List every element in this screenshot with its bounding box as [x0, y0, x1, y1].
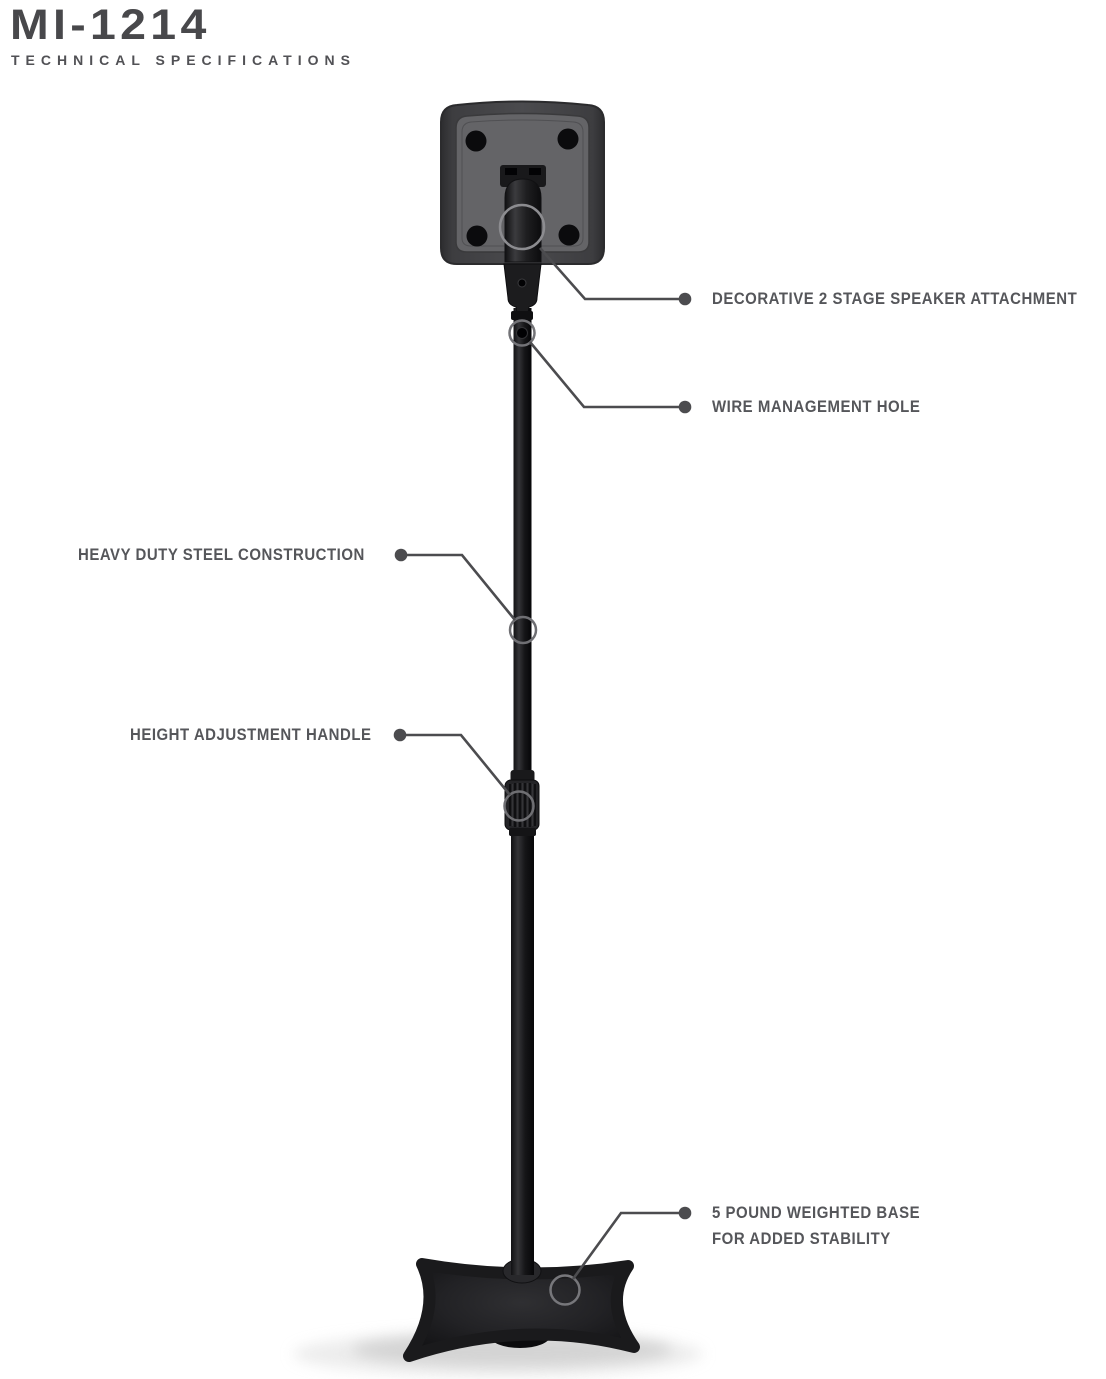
screw-hole	[465, 130, 487, 152]
page-title: MI-1214	[10, 1, 211, 49]
bracket-collar	[511, 311, 533, 320]
wire-hole-ring	[508, 319, 536, 347]
leader-dot-steel-construction	[394, 548, 408, 562]
page-subtitle: TECHNICAL SPECIFICATIONS	[11, 52, 356, 68]
speaker-assembly	[440, 100, 605, 320]
handle-ring	[503, 790, 535, 822]
leader-line-height-handle	[400, 733, 512, 796]
bracket-neck	[503, 263, 542, 314]
leader-line-speaker-attachment	[539, 247, 684, 301]
recess-notch	[529, 168, 541, 175]
callout-label-steel-construction: HEAVY DUTY STEEL CONSTRUCTION	[78, 545, 365, 564]
wire-management-hole	[516, 327, 528, 339]
leader-dot-height-handle	[393, 728, 407, 742]
callout-label-height-adjustment: HEIGHT ADJUSTMENT HANDLE	[130, 725, 372, 744]
weighted-base	[403, 1258, 640, 1362]
callout-label-speaker-attachment: DECORATIVE 2 STAGE SPEAKER ATTACHMENT	[712, 289, 1078, 308]
leader-dot-weighted-base	[678, 1206, 692, 1220]
recess-notch	[505, 168, 517, 175]
speaker-mount-bracket	[504, 178, 542, 263]
pole-ring	[508, 615, 538, 645]
screw-hole	[466, 225, 488, 247]
screw-hole	[558, 224, 580, 246]
callout-label-weighted-base: 5 POUND WEIGHTED BASE FOR ADDED STABILIT…	[712, 1200, 920, 1252]
callout-label-weighted-base-line1: 5 POUND WEIGHTED BASE	[712, 1203, 921, 1222]
base-ring	[549, 1274, 581, 1306]
callout-label-weighted-base-line2: FOR ADDED STABILITY	[712, 1229, 891, 1248]
speaker-attachment-ring	[498, 203, 546, 251]
upper-pole	[513, 308, 532, 780]
leader-dot-wire-hole	[678, 400, 692, 414]
leader-line-steel-construction	[401, 553, 517, 621]
callout-label-wire-management-hole: WIRE MANAGEMENT HOLE	[712, 397, 921, 416]
leader-line-weighted-base	[571, 1211, 684, 1280]
bracket-hole	[517, 278, 527, 288]
screw-hole	[557, 128, 579, 150]
leader-line-wire-hole	[529, 341, 684, 409]
leader-dot-speaker-attachment	[678, 292, 692, 306]
lower-pole	[511, 833, 534, 1275]
speaker-face-inner-line	[461, 119, 584, 247]
